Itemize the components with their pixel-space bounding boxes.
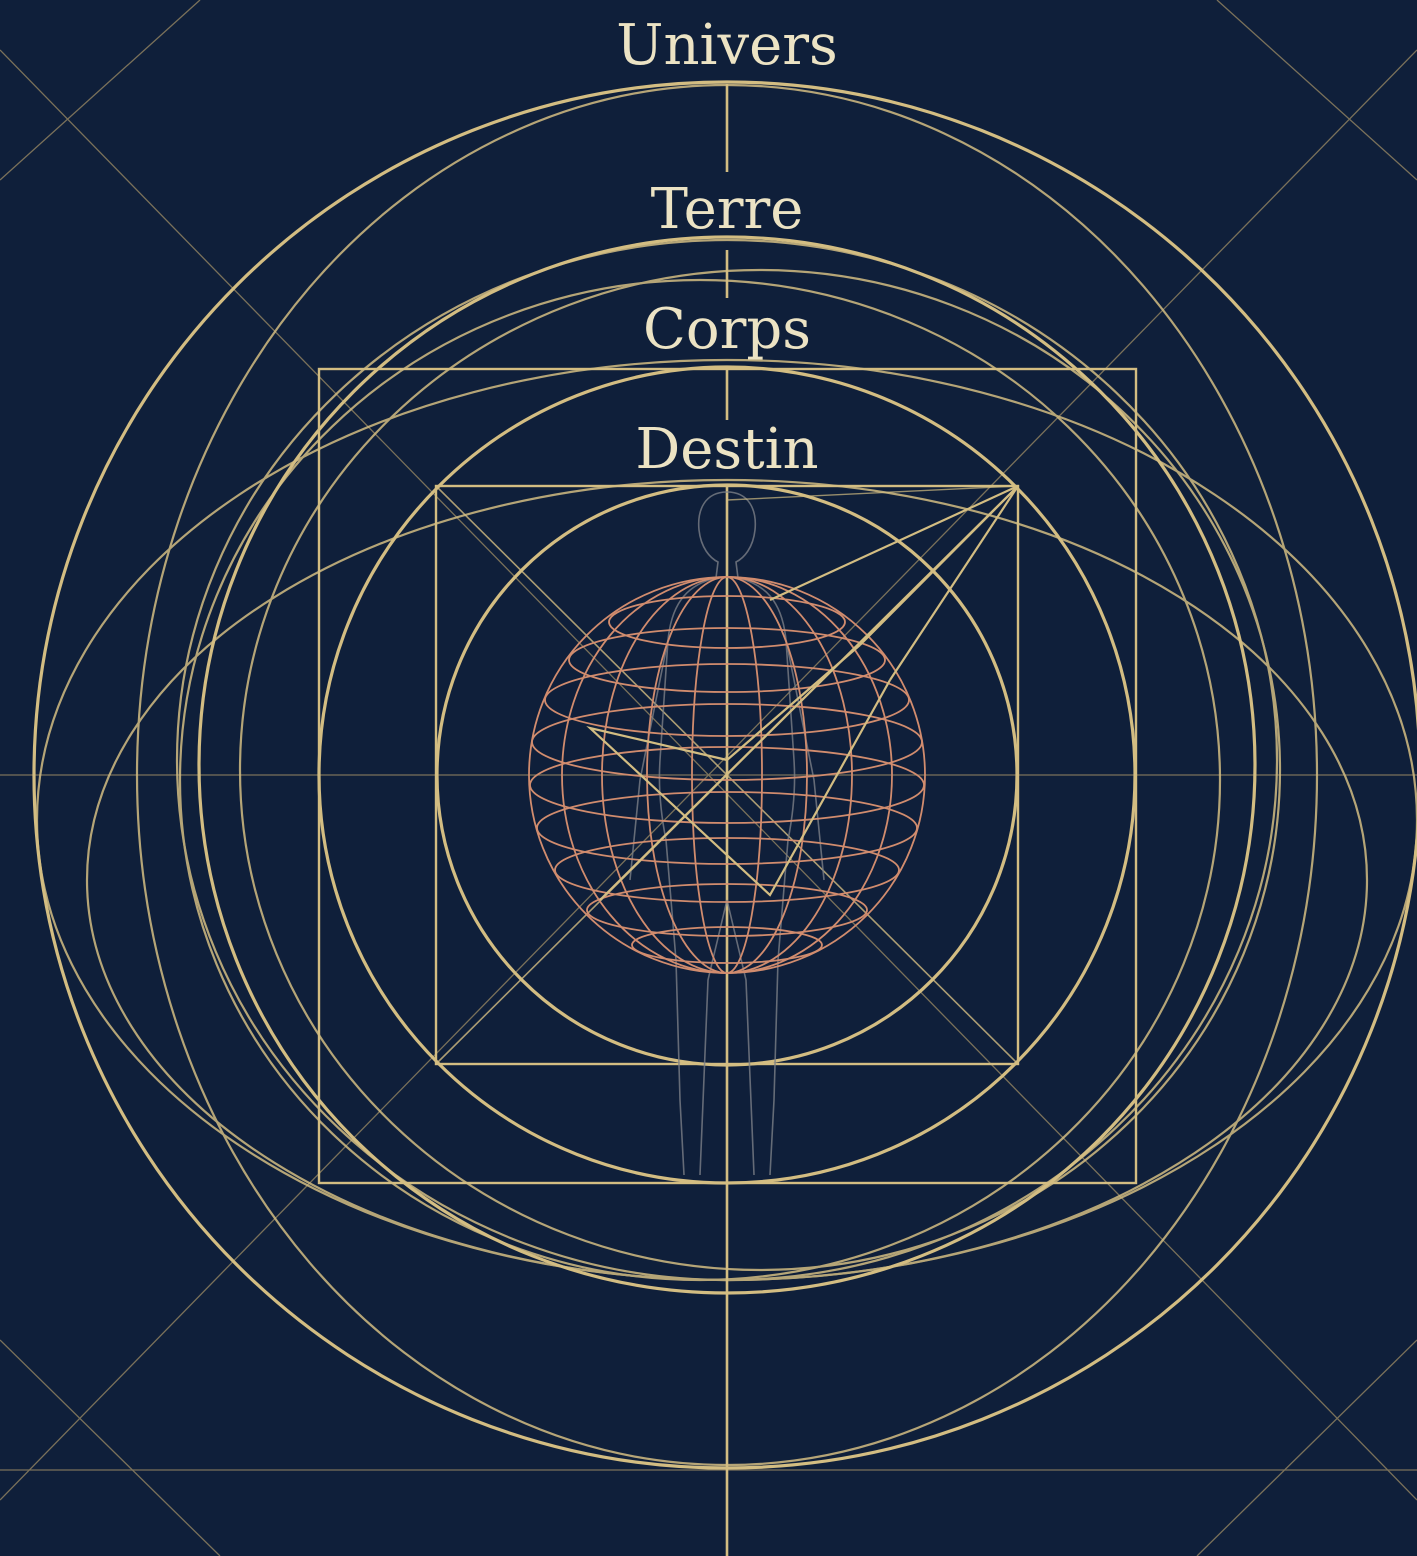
corner-line-tr [1216,0,1417,181]
inner-polygon [586,644,891,897]
diagonal-up [0,49,1417,1501]
label-univers: Univers [616,13,837,78]
ray-3 [599,485,1019,901]
globe-parallels [529,595,925,964]
corner-line-tl [0,0,201,181]
corner-line-bl [0,1339,221,1556]
corner-line-br [1196,1339,1417,1556]
human-figure-icon [629,491,825,1176]
label-corps: Corps [643,297,811,362]
label-destin: Destin [635,417,818,482]
globe-meridians [561,576,893,974]
ray-4 [889,485,1019,681]
ray-1 [769,485,1019,601]
ray-5 [726,485,1019,501]
label-terre: Terre [651,177,804,242]
construction-triangle [586,485,1019,901]
wireframe-globe-icon [528,576,926,974]
orbit-ellipse-right [238,268,1282,1272]
